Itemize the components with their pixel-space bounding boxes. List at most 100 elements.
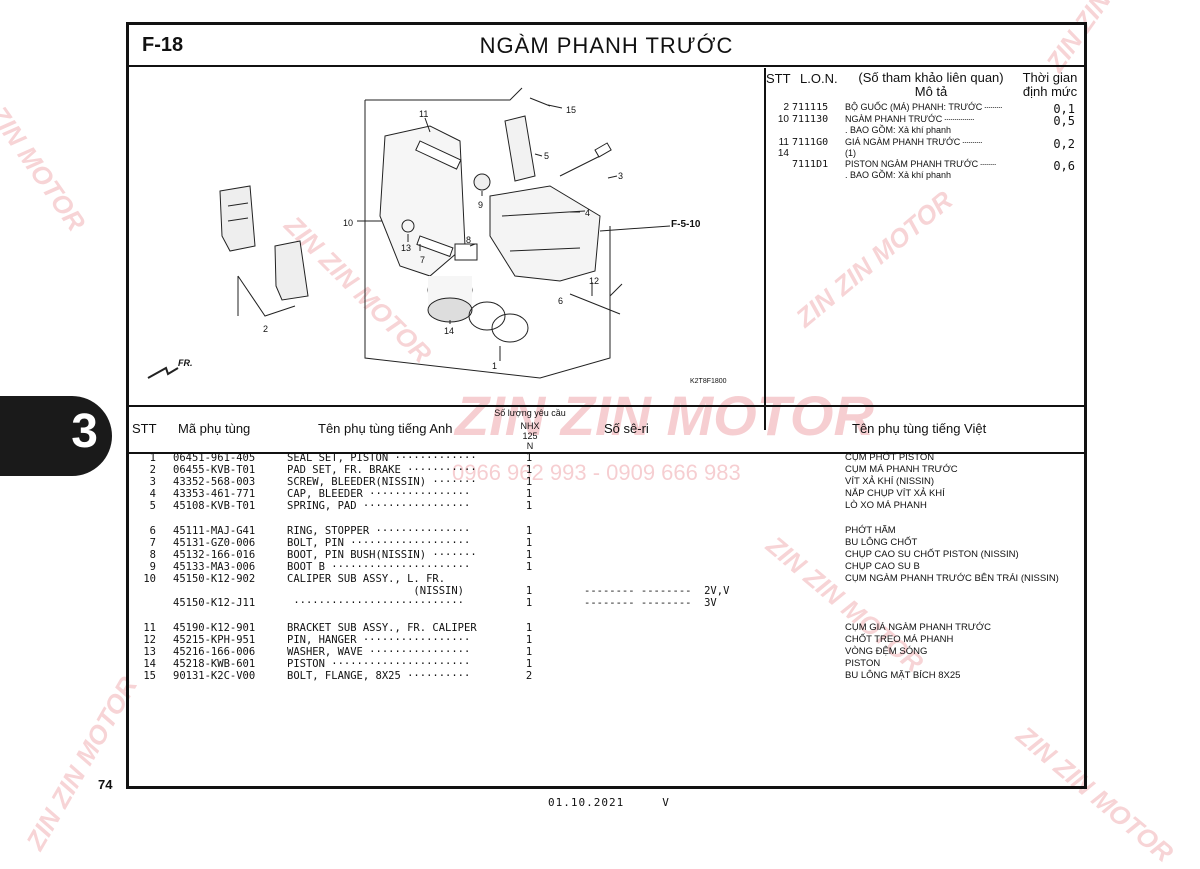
parts-header-name-en: Tên phụ tùng tiếng Anh xyxy=(318,421,453,436)
parts-row-name-en: CALIPER SUB ASSY., L. FR. xyxy=(287,573,446,585)
parts-row-name-vn: BU LÔNG CHỐT xyxy=(845,537,918,548)
front-direction-arrow xyxy=(147,366,179,379)
callout-15: 15 xyxy=(566,105,576,115)
lon-row-code: 7111G0 xyxy=(792,137,829,148)
assembly-outline xyxy=(364,87,611,379)
lon-row-desc-text: NGÀM PHANH TRƯỚC xyxy=(845,114,943,124)
exploded-diagram: FR. F-5-10 K2T8F1800 1 2 3 4 5 6 7 8 9 1… xyxy=(147,87,727,385)
lon-row-time: 0,2 xyxy=(1053,137,1075,151)
parts-row-name-en: BOOT, PIN BUSH(NISSIN) ······· xyxy=(287,549,477,561)
parts-row-name-vn: CHỤP CAO SU B xyxy=(845,561,920,572)
lon-row-code: 7111D1 xyxy=(792,159,829,170)
parts-row-name-en: BOLT, FLANGE, 8X25 ·········· xyxy=(287,670,471,682)
parts-row-name-en: SCREW, BLEEDER(NISSIN) ······· xyxy=(287,476,477,488)
diagram-ref-code: K2T8F1800 xyxy=(690,378,727,385)
parts-row-stt: 5 xyxy=(149,500,156,512)
table-header-divider-top xyxy=(129,405,1084,407)
lon-row-code: 711115 xyxy=(792,102,829,113)
parts-row-name-vn: VÍT XẢ KHÍ (NISSIN) xyxy=(845,476,935,487)
parts-row-qty: 1 xyxy=(525,658,533,670)
section-tab-number: 3 xyxy=(71,405,98,458)
lon-header-desc-line2: Mô tả xyxy=(914,84,948,99)
callout-14: 14 xyxy=(444,326,454,336)
parts-row-name-en: BRACKET SUB ASSY., FR. CALIPER xyxy=(287,622,477,634)
parts-row: (NISSIN)1-------- -------- 2V,V xyxy=(130,585,1080,597)
callout-2: 2 xyxy=(263,324,268,334)
parts-row-stt: 12 xyxy=(143,634,156,646)
parts-row-name-en: ··························· xyxy=(287,597,465,609)
lon-row-note: (1) xyxy=(845,148,856,158)
parts-row-qty: 2 xyxy=(525,670,533,682)
parts-row-name-vn: CỤM GIÁ NGÀM PHANH TRƯỚC xyxy=(845,622,991,633)
lon-row: 7111D1 PISTON NGÀM PHANH TRƯỚC ········.… xyxy=(765,159,1081,181)
callout-7: 7 xyxy=(420,255,425,265)
parts-row-qty: 1 xyxy=(525,464,533,476)
parts-row-qty: 1 xyxy=(525,537,533,549)
parts-row: 11 45190-K12-901 BRACKET SUB ASSY., FR. CA… xyxy=(130,622,1080,634)
callout-9: 9 xyxy=(478,200,483,210)
lon-row: 10 711130 NGÀM PHANH TRƯỚC ·············… xyxy=(765,114,1081,136)
lon-header-stt: STT xyxy=(766,71,791,86)
parts-row-part-no: 45150-K12-J11 xyxy=(173,597,256,609)
lon-row-code: 711130 xyxy=(792,114,829,125)
parts-row-stt: 6 xyxy=(149,525,156,537)
footer-date: 01.10.2021 xyxy=(548,796,625,809)
parts-row-stt: 8 xyxy=(149,549,156,561)
callout-3: 3 xyxy=(618,171,623,181)
parts-row-part-no: 45133-MA3-006 xyxy=(173,561,256,573)
parts-row-name-en: (NISSIN) xyxy=(287,585,465,597)
parts-row-name-en: PIN, HANGER ················· xyxy=(287,634,471,646)
parts-row-qty: 1 xyxy=(525,622,533,634)
title-divider xyxy=(129,65,1084,67)
parts-row-part-no: 45111-MAJ-G41 xyxy=(173,525,256,537)
lon-header-lon: L.O.N. xyxy=(800,71,838,86)
parts-row-part-no: 45131-GZ0-006 xyxy=(173,537,256,549)
parts-row-name-en: BOLT, PIN ··················· xyxy=(287,537,471,549)
parts-row-name-vn: PHỚT HÃM xyxy=(845,525,896,536)
lon-row-desc-text: BỘ GUỐC (MÁ) PHANH: TRƯỚC xyxy=(845,102,983,112)
parts-header-qty-title: Số lượng yêu cầu xyxy=(494,408,566,418)
parts-header-stt: STT xyxy=(132,421,157,436)
parts-row-name-vn: VÒNG ĐỆM SÓNG xyxy=(845,646,928,657)
section-tab: 3 xyxy=(0,396,112,476)
parts-row-part-no: 45108-KVB-T01 xyxy=(173,500,256,512)
parts-row-stt: 4 xyxy=(149,488,156,500)
parts-row-part-no: 90131-K2C-V00 xyxy=(173,670,256,682)
parts-row-name-vn: CỤM NGÀM PHANH TRƯỚC BÊN TRÁI (NISSIN) xyxy=(845,573,1059,584)
parts-row-stt: 11 xyxy=(143,622,156,634)
cross-reference-label: F-5-10 xyxy=(671,219,701,230)
lon-row-stt: 11 14 xyxy=(777,137,789,159)
lon-header-time-line2: định mức xyxy=(1022,84,1078,99)
lon-row-note: . BAO GỒM: Xả khí phanh xyxy=(845,125,952,135)
parts-row-part-no: 06451-961-405 xyxy=(173,452,256,464)
parts-row-stt: 10 xyxy=(143,573,156,585)
lon-row-stt: 2 xyxy=(783,102,789,113)
parts-row-part-no: 45190-K12-901 xyxy=(173,622,256,634)
front-direction-label: FR. xyxy=(178,358,193,368)
parts-row-qty: 1 xyxy=(525,561,533,573)
lon-row: 2 711115 BỘ GUỐC (MÁ) PHANH: TRƯỚC ·····… xyxy=(765,102,1081,124)
parts-row-qty: 1 xyxy=(525,500,533,512)
lon-row-desc-text: GIÁ NGÀM PHANH TRƯỚC xyxy=(845,137,961,147)
parts-header-qty: Số lượng yêu cầu NHX 125 N xyxy=(482,408,578,451)
parts-row-qty: 1 xyxy=(525,488,533,500)
parts-row-name-vn: BU LÔNG MẶT BÍCH 8X25 xyxy=(845,670,961,681)
parts-row-qty: 1 xyxy=(525,597,533,609)
parts-row-name-en: PAD SET, FR. BRAKE ··········· xyxy=(287,464,477,476)
lon-header-time-line1: Thời gian xyxy=(1022,70,1078,85)
callout-11: 11 xyxy=(419,109,428,119)
parts-row-name-vn: LÒ XO MÁ PHANH xyxy=(845,500,927,511)
parts-row-name-vn: NẮP CHỤP VÍT XẢ KHÍ xyxy=(845,488,945,499)
lon-row-note: . BAO GỒM: Xả khí phanh xyxy=(845,170,952,180)
page-frame xyxy=(126,22,1087,789)
figure-code: F-18 xyxy=(142,34,184,56)
